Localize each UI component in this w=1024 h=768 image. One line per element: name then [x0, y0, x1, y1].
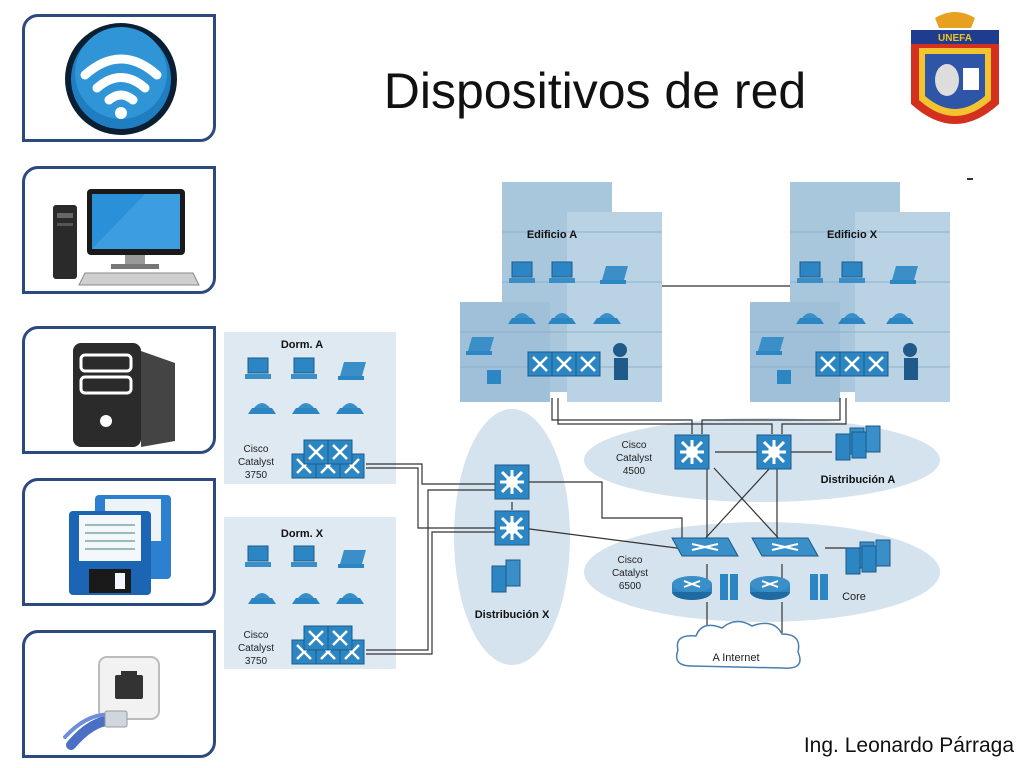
slide-title: Dispositivos de red — [383, 63, 807, 119]
dorm-x-cisco: Cisco — [243, 630, 268, 641]
dorm-x-catalyst: Catalyst — [238, 643, 274, 654]
internet-cloud: A Internet — [675, 620, 801, 669]
wifi-icon — [65, 23, 177, 135]
core-switch-2 — [751, 537, 819, 557]
dorm-a-cisco: Cisco — [243, 444, 268, 455]
server-card — [22, 326, 216, 454]
internet-label: A Internet — [712, 652, 759, 664]
building-x-label: Edificio X — [827, 229, 878, 241]
logo-dash — [967, 178, 973, 180]
network-diagram: Edificio A Edificio X Dorm. A Cisco Ca — [224, 182, 950, 669]
dorm-x-label: Dorm. X — [281, 528, 324, 540]
dorm-x: Dorm. X Cisco Catalyst 3750 — [224, 517, 396, 669]
logo-text: UNEFA — [938, 33, 972, 44]
computer-card — [22, 166, 216, 294]
core-label: Core — [842, 591, 866, 603]
desktop-computer-icon — [53, 189, 200, 286]
core-model: 6500 — [619, 581, 642, 592]
distribution-a-label: Distribución A — [821, 474, 896, 486]
university-logo: UNEFA — [911, 12, 999, 124]
floppy-card — [22, 478, 216, 606]
floppy-disk-icon — [69, 495, 171, 595]
dorm-a-catalyst: Catalyst — [238, 457, 274, 468]
core-catalyst: Catalyst — [612, 568, 648, 579]
dist-a-cisco: Cisco — [621, 440, 646, 451]
ethernet-card — [22, 630, 216, 758]
dist-a-catalyst: Catalyst — [616, 453, 652, 464]
building-x: Edificio X — [750, 182, 950, 402]
core-switch-1 — [671, 537, 739, 557]
dorm-a: Dorm. A Cisco Catalyst 3750 — [224, 332, 396, 484]
dorm-x-model: 3750 — [245, 656, 268, 667]
dorm-a-model: 3750 — [245, 470, 268, 481]
connection-lines — [366, 398, 862, 655]
dist-a-model: 4500 — [623, 466, 646, 477]
building-a: Edificio A — [460, 182, 662, 402]
dorm-a-label: Dorm. A — [281, 339, 323, 351]
distribution-x-label: Distribución X — [475, 609, 550, 621]
building-a-label: Edificio A — [527, 229, 577, 241]
ethernet-port-icon — [63, 656, 160, 750]
core-cisco: Cisco — [617, 555, 642, 566]
server-tower-icon — [73, 343, 175, 447]
wifi-card — [22, 14, 216, 142]
author-name: Ing. Leonardo Párraga — [803, 734, 1014, 757]
